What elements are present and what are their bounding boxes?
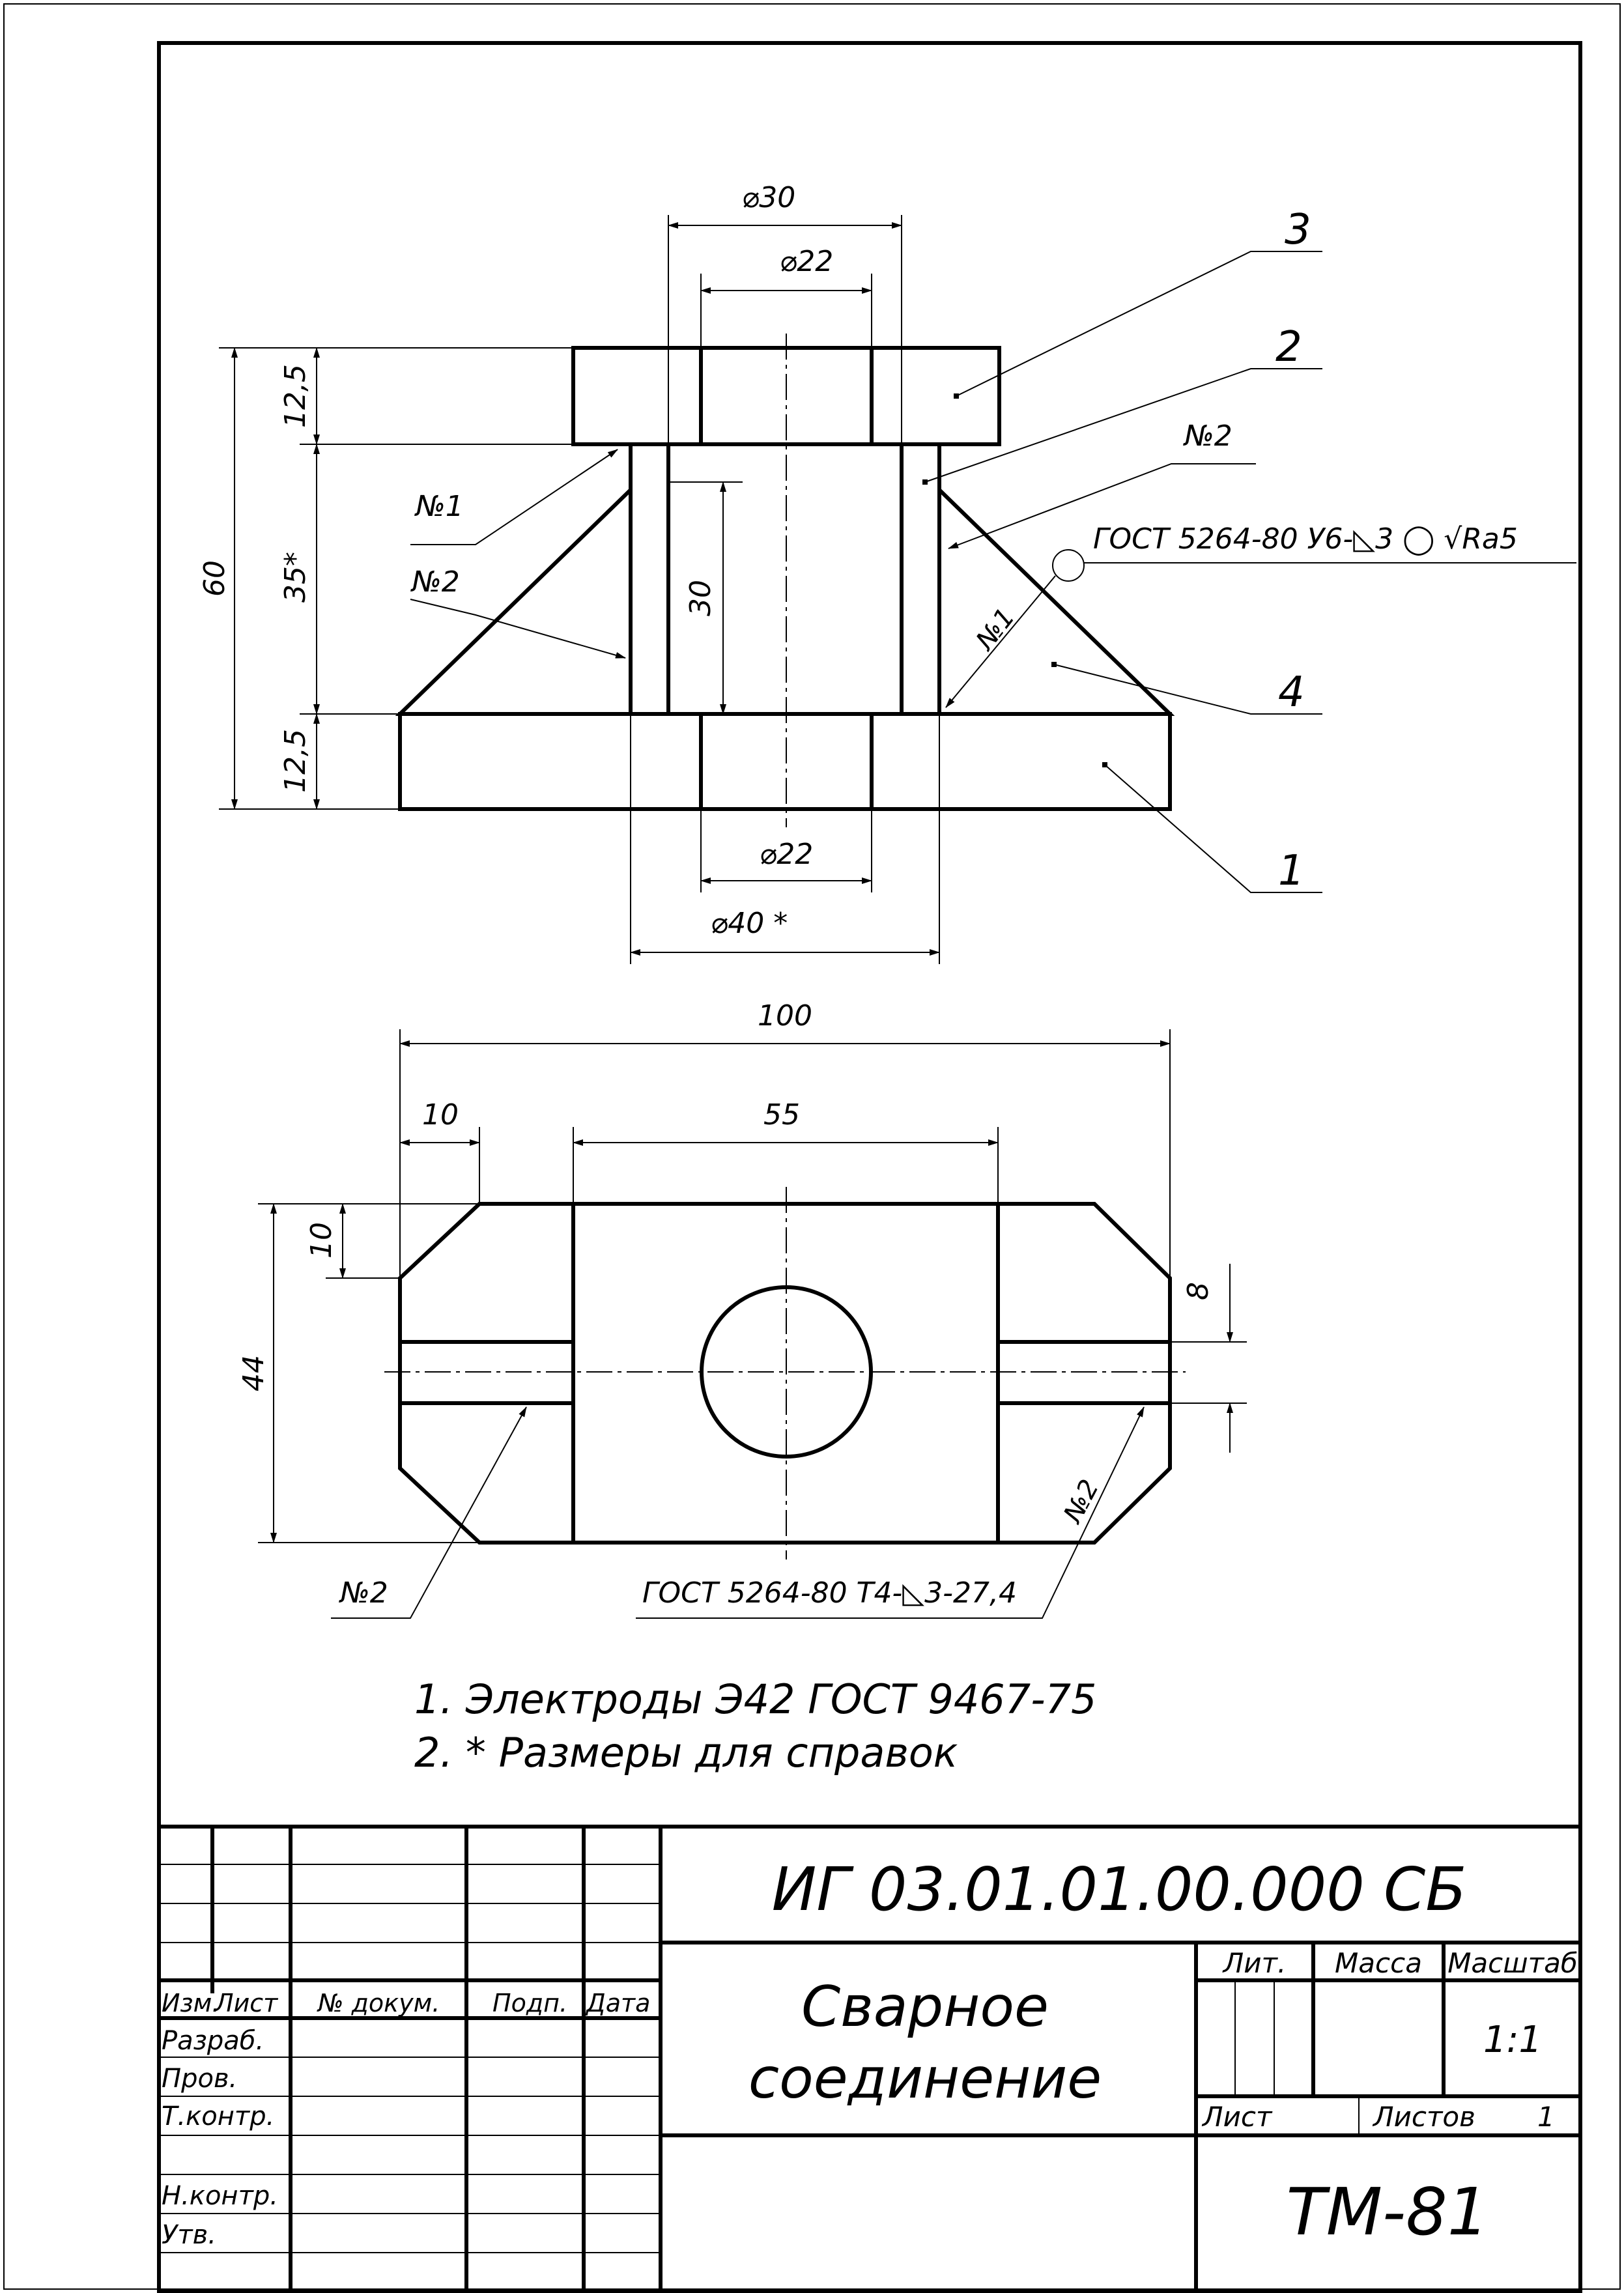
weld-circle: [1052, 549, 1085, 582]
dim-d40: ⌀40 *: [711, 907, 788, 940]
pos-dot-3: [954, 393, 959, 399]
sheets-label: Листов: [1372, 2101, 1475, 2133]
row-prov: Пров.: [162, 2064, 237, 2094]
weld-top-n2-left: №2: [338, 1576, 388, 1610]
hdr-podp: Подп.: [492, 1989, 567, 2017]
weld-n1-left: №1: [414, 490, 464, 523]
dim-h30: 30: [684, 580, 717, 616]
leader-top-n2-left: [331, 1406, 527, 1619]
leader-top-n2-right: [636, 1406, 1145, 1619]
dim-h35: 35*: [279, 552, 312, 603]
part-1-right: [870, 712, 1172, 811]
dim-d30: ⌀30: [742, 181, 795, 214]
dim-d22-bot: ⌀22: [760, 838, 813, 871]
weld-n2-right: №2: [1182, 420, 1232, 453]
part-2-right-wall: [900, 442, 941, 716]
dim-h12-bot: 12,5: [279, 729, 312, 793]
pos-4: 4: [1278, 668, 1305, 717]
dim-h12-top: 12,5: [279, 364, 312, 428]
weld-top-n2-right: №2: [1057, 1475, 1105, 1529]
part-3-right: [870, 346, 1001, 446]
weld-n1-right: №1: [969, 603, 1021, 657]
pos-dot-2: [922, 479, 928, 485]
dim-w55: 55: [763, 1098, 800, 1132]
weld-n2-left: №2: [410, 565, 460, 599]
organization: ТМ-81: [1287, 2174, 1489, 2250]
dim-d22-top: ⌀22: [780, 245, 833, 278]
dim-h60: 60: [198, 560, 231, 597]
hdr-doc-num: № докум.: [317, 1989, 440, 2017]
sheet-label: Лист: [1201, 2101, 1273, 2133]
pos-leader-4: [1053, 664, 1322, 715]
pos-3: 3: [1285, 206, 1311, 254]
part-2-left-wall: [629, 442, 670, 716]
hdr-list: Лист: [214, 1989, 279, 2017]
dim-w100: 100: [758, 999, 812, 1033]
dim-h44: 44: [237, 1355, 270, 1391]
row-razrab: Разраб.: [162, 2026, 264, 2056]
scale-value: 1:1: [1483, 2019, 1542, 2061]
part-4-left-gusset: [395, 485, 633, 716]
title-block: Изм. Лист № докум. Подп. Дата Разраб. Пр…: [159, 1825, 1580, 2292]
hdr-data: Дата: [585, 1989, 650, 2017]
top-view: 100 10 55 44 10 8 №2 №2 ГОСТ 5264-80 Т4-…: [237, 999, 1247, 1619]
pos-leader-2: [924, 368, 1322, 483]
front-view: ⌀30 ⌀22 60 12,5 35* 12,5 30 ⌀22 ⌀40 * №1…: [198, 181, 1576, 964]
hdr-izm: Изм.: [162, 1989, 220, 2017]
row-tkontr: Т.контр.: [162, 2101, 274, 2131]
dim-h8: 8: [1182, 1282, 1215, 1300]
part-1-left: [398, 712, 703, 811]
note-1: 1. Электроды Э42 ГОСТ 9467-75: [414, 1675, 1096, 1723]
hdr-massa: Масса: [1335, 1947, 1422, 1979]
note-2: 2. * Размеры для справок: [414, 1729, 958, 1776]
leader-n2-left: [410, 599, 626, 659]
technical-notes: 1. Электроды Э42 ГОСТ 9467-75 2. * Разме…: [414, 1675, 1096, 1776]
product-name-line2: соединение: [748, 2046, 1102, 2111]
leader-n1-right: [945, 575, 1056, 708]
designation: ИГ 03.01.01.00.000 СБ: [772, 1855, 1467, 1924]
drawing-frame: [157, 41, 1582, 2293]
row-utv: Утв.: [162, 2220, 216, 2250]
weld-symbol-front: ГОСТ 5264-80 У6-◺3 ◯ √Ra5: [1093, 522, 1518, 556]
dim-h10: 10: [305, 1222, 338, 1259]
outer-trim: [3, 3, 1621, 2290]
weld-symbol-top: ГОСТ 5264-80 Т4-◺3-27,4: [642, 1576, 1017, 1610]
base-plate-outline: [398, 1202, 1172, 1545]
pos-dot-1: [1102, 762, 1107, 767]
part-3-left: [571, 346, 703, 446]
pos-1: 1: [1278, 847, 1305, 895]
pos-leader-1: [1104, 764, 1322, 893]
pos-2: 2: [1275, 323, 1302, 371]
row-nkontr: Н.контр.: [162, 2181, 278, 2211]
dim-w10: 10: [422, 1098, 459, 1132]
hdr-lit: Лит.: [1222, 1947, 1287, 1979]
pos-leader-3: [956, 251, 1322, 397]
sheets-count: 1: [1537, 2101, 1555, 2133]
leader-n1-left: [410, 449, 618, 545]
product-name-line1: Сварное: [801, 1974, 1049, 2040]
hdr-masshtab: Масштаб: [1447, 1947, 1578, 1979]
leader-n2-right: [948, 463, 1256, 549]
pos-dot-4: [1051, 662, 1057, 667]
